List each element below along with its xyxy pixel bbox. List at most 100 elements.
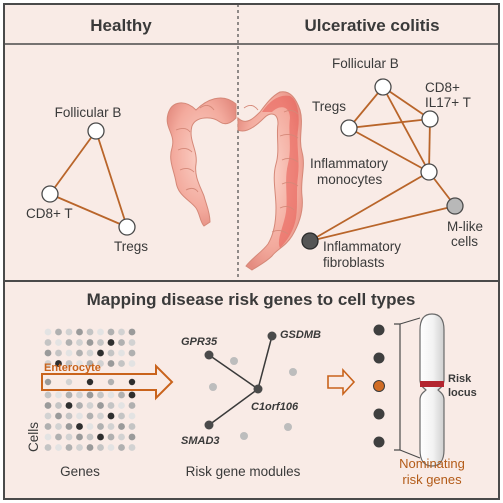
matrix-dot — [118, 423, 125, 430]
matrix-dot — [128, 391, 136, 399]
matrix-dot — [97, 423, 104, 430]
label-il17-t: IL17+ T — [425, 95, 471, 110]
matrix-dot — [118, 339, 125, 346]
matrix-dot — [118, 328, 125, 336]
matrix-dot — [118, 412, 125, 420]
node-smad3 — [204, 420, 214, 430]
edge — [49, 193, 128, 228]
matrix-dot — [107, 378, 115, 386]
nominating-label-2: risk genes — [402, 472, 462, 487]
matrix-dot — [97, 402, 104, 409]
matrix-dot — [118, 402, 125, 409]
node-m-like-cells — [446, 197, 464, 215]
node-other — [230, 357, 238, 365]
node-other — [289, 368, 297, 376]
matrix-dot — [76, 360, 83, 367]
matrix-dot — [76, 328, 83, 336]
genes-axis-label: Genes — [60, 464, 100, 479]
matrix-dot — [97, 433, 104, 441]
risk-locus-label-1: Risk — [448, 373, 472, 385]
matrix-dot — [107, 444, 115, 451]
matrix-dot — [44, 391, 52, 399]
matrix-dot — [44, 423, 52, 430]
edge — [428, 118, 431, 173]
matrix-dot — [44, 378, 52, 386]
top-panel — [3, 3, 500, 282]
matrix-dot — [118, 444, 125, 451]
matrix-dot — [118, 391, 125, 399]
risk-locus-label-2: locus — [448, 387, 477, 399]
colon-inflamed-region — [262, 95, 299, 248]
matrix-dot — [86, 412, 94, 420]
edge — [208, 388, 259, 426]
matrix-dot — [128, 349, 136, 357]
cell-gene-matrix — [44, 328, 136, 451]
matrix-dot — [76, 349, 83, 357]
matrix-dot — [86, 402, 94, 409]
edge — [95, 130, 128, 228]
uc-header: Ulcerative colitis — [304, 16, 439, 35]
matrix-dot — [128, 444, 136, 451]
matrix-dot — [65, 360, 73, 367]
matrix-dot — [107, 402, 115, 409]
matrix-dot — [76, 412, 83, 420]
matrix-dot — [86, 378, 94, 386]
mapping-header: Mapping disease risk genes to cell types — [87, 290, 416, 309]
risk-band — [420, 381, 444, 387]
matrix-dot — [55, 444, 62, 451]
matrix-dot — [86, 444, 94, 451]
matrix-dot — [55, 412, 62, 420]
matrix-dot — [65, 349, 73, 357]
candidate-gene-column — [373, 317, 421, 459]
matrix-dot — [107, 360, 115, 367]
matrix-dot — [97, 444, 104, 451]
matrix-dot — [65, 378, 73, 386]
nominating-label-1: Nominating — [399, 456, 465, 471]
matrix-dot — [65, 402, 73, 409]
candidate-dot — [373, 436, 385, 448]
matrix-dot — [107, 349, 115, 357]
matrix-dot — [44, 412, 52, 420]
node-inflammatory-fibroblasts — [301, 232, 319, 250]
matrix-dot — [97, 349, 104, 357]
matrix-dot — [97, 360, 104, 367]
matrix-dot — [97, 328, 104, 336]
edge — [348, 86, 384, 129]
matrix-dot — [65, 339, 73, 346]
matrix-dot — [118, 349, 125, 357]
matrix-dot — [118, 360, 125, 367]
matrix-dot — [44, 433, 52, 441]
matrix-dot — [86, 328, 94, 336]
matrix-dot — [55, 339, 62, 346]
matrix-dot — [128, 378, 136, 386]
edge — [257, 335, 273, 390]
matrix-dot — [86, 360, 94, 367]
node-gpr35 — [204, 350, 214, 360]
matrix-dot — [86, 391, 94, 399]
matrix-dot — [107, 339, 115, 346]
matrix-dot — [97, 391, 104, 399]
matrix-dot — [65, 444, 73, 451]
healthy-header: Healthy — [90, 16, 152, 35]
enterocyte-arrow-shape — [41, 363, 174, 401]
matrix-dot — [128, 360, 136, 367]
matrix-dot — [86, 433, 94, 441]
cells-axis-label: Cells — [26, 422, 41, 452]
label-cd8: CD8+ — [425, 80, 460, 95]
edge — [309, 171, 430, 242]
matrix-dot — [128, 433, 136, 441]
healthy-network: Follicular B CD8+ T Tregs — [26, 105, 148, 254]
bracket — [394, 323, 401, 451]
matrix-dot — [76, 433, 83, 441]
node-follicular-b — [87, 122, 105, 140]
label-monocytes-2: monocytes — [317, 172, 383, 187]
label-follicular-b: Follicular B — [332, 56, 399, 71]
matrix-dot — [86, 423, 94, 430]
node-other — [240, 432, 248, 440]
matrix-dot — [55, 423, 62, 430]
enterocyte-arrow: Enterocyte — [41, 362, 174, 401]
label-tregs: Tregs — [114, 239, 148, 254]
label-follicular-b: Follicular B — [55, 105, 122, 120]
gene-smad3: SMAD3 — [181, 435, 220, 447]
